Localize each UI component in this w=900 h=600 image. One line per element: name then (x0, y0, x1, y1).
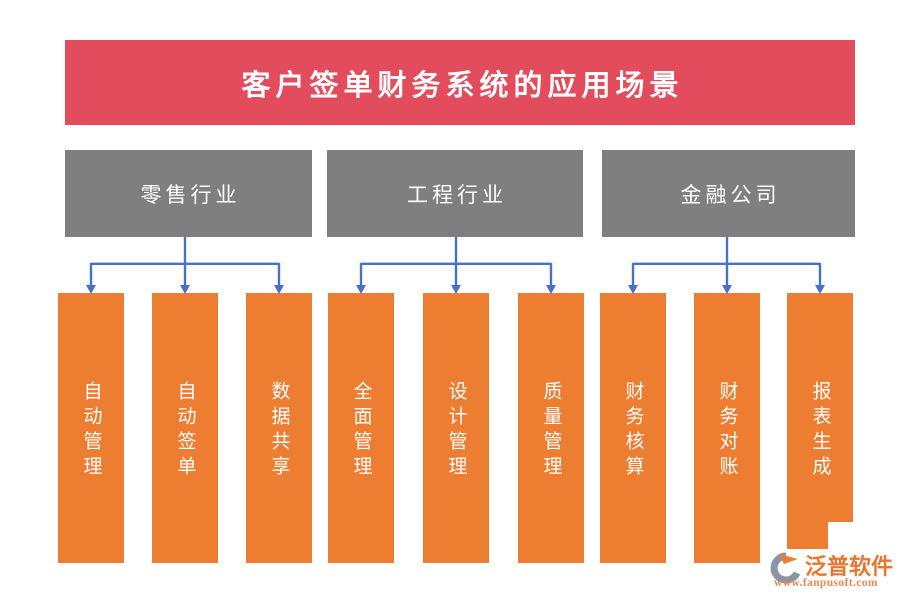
bar-label: 数据共享 (268, 381, 290, 481)
bar-label: 自动管理 (80, 381, 102, 481)
connector-group-retail (86, 237, 284, 294)
bar-financial-accounting: 财务核算 (600, 293, 666, 563)
connector-group-finance (628, 237, 825, 294)
bar-design-management: 设计管理 (423, 293, 489, 563)
bar-data-sharing: 数据共享 (246, 293, 312, 563)
industry-header-engineering: 工程行业 (327, 150, 583, 237)
connector-group-engineering (356, 237, 556, 294)
fanpu-brand-text: 泛普软件 (805, 554, 894, 579)
fanpu-logo-icon (770, 552, 801, 584)
bar-label: 质量管理 (540, 381, 562, 481)
bar-auto-signing: 自动签单 (152, 293, 218, 563)
industry-header-label: 金融公司 (680, 182, 781, 207)
bar-auto-management: 自动管理 (58, 293, 124, 563)
bar-label: 设计管理 (445, 381, 467, 481)
bar-label: 财务核算 (622, 381, 644, 481)
fanpu-website-url: www.fanpusoft.com (774, 577, 878, 589)
bar-quality-management: 质量管理 (518, 293, 584, 563)
industry-header-label: 零售行业 (140, 182, 241, 207)
page-title: 客户签单财务系统的应用场景 (241, 69, 684, 102)
industry-header-retail: 零售行业 (65, 150, 312, 237)
industry-header-label: 工程行业 (407, 182, 507, 207)
bar-label: 报表生成 (809, 381, 831, 481)
bar-report-generation: 报表生成 (787, 293, 853, 563)
bar-label: 财务对账 (716, 381, 738, 481)
bar-comprehensive-management: 全面管理 (328, 293, 394, 563)
bar-label: 全面管理 (350, 381, 372, 481)
title-banner: 客户签单财务系统的应用场景 (65, 40, 855, 125)
fanpu-logo: 泛普软件 www.fanpusoft.com (768, 549, 896, 594)
bar-label: 自动签单 (174, 381, 196, 481)
industry-header-finance: 金融公司 (602, 150, 855, 237)
bar-financial-reconciliation: 财务对账 (694, 293, 760, 563)
